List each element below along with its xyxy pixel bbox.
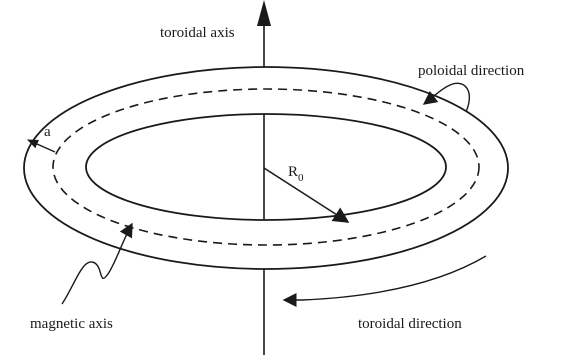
minor-radius-label: a (44, 124, 51, 140)
magnetic-axis-pointer (61, 222, 133, 305)
toroidal-axis-arrowhead (257, 0, 271, 26)
major-radius-arrow (263, 167, 350, 223)
torus-inner-edge (85, 113, 447, 221)
toroidal-direction-arrow (282, 255, 487, 307)
toroidal-direction-label: toroidal direction (358, 316, 462, 332)
minor-radius-arrow (26, 139, 56, 153)
toroidal-axis-label: toroidal axis (160, 25, 235, 41)
magnetic-axis-label: magnetic axis (30, 316, 113, 332)
magnetic-axis-curve (52, 88, 480, 246)
major-radius-label: R0 (288, 164, 304, 184)
poloidal-direction-arrow (422, 82, 471, 113)
poloidal-direction-label: poloidal direction (418, 63, 525, 79)
